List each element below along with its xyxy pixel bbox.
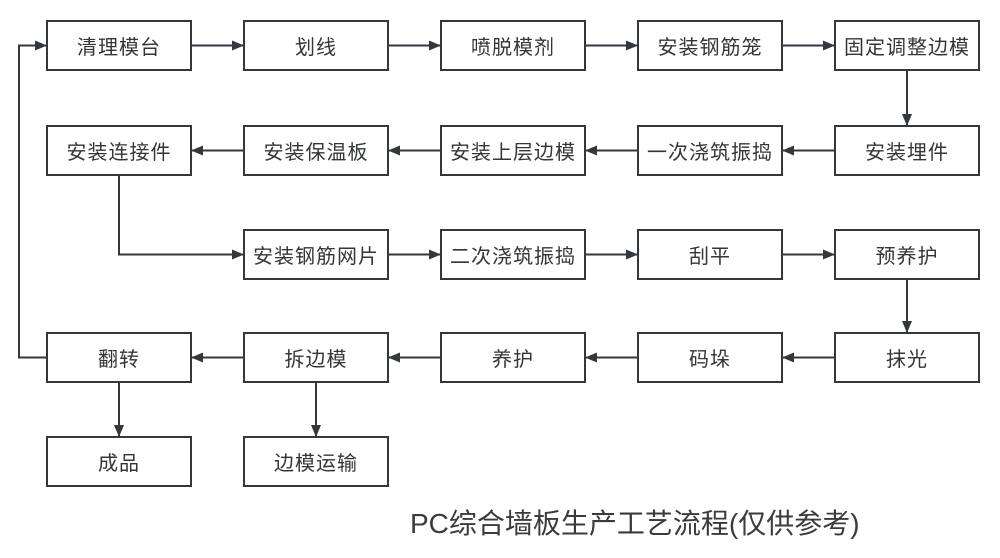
node-install-insulation-board: 安装保温板 [243, 125, 389, 176]
node-screeding: 刮平 [637, 229, 783, 280]
node-install-rebar-cage: 安装钢筋笼 [637, 20, 783, 71]
node-second-pour-vibrate: 二次浇筑振捣 [440, 229, 586, 280]
node-marking: 划线 [243, 20, 389, 71]
node-clean-mold-table: 清理模台 [46, 20, 192, 71]
node-pre-curing: 预养护 [834, 229, 980, 280]
node-side-form-transport: 边模运输 [243, 436, 389, 487]
edge-connectors-to-rebarmesh-arrow [118, 176, 244, 260]
node-finished-product: 成品 [46, 436, 192, 487]
diagram-title: PC综合墙板生产工艺流程(仅供参考) [410, 508, 860, 539]
node-stacking: 码垛 [637, 332, 783, 383]
edge-flip-to-clean-loop-arrow [18, 40, 47, 359]
node-first-pour-vibrate: 一次浇筑振捣 [637, 125, 783, 176]
node-install-connectors: 安装连接件 [46, 125, 192, 176]
node-fix-adjust-side-forms: 固定调整边模 [834, 20, 980, 71]
node-remove-side-forms: 拆边模 [243, 332, 389, 383]
node-flip: 翻转 [46, 332, 192, 383]
node-install-upper-side-forms: 安装上层边模 [440, 125, 586, 176]
node-spray-release-agent: 喷脱模剂 [440, 20, 586, 71]
node-install-embedded-parts: 安装埋件 [834, 125, 980, 176]
node-install-rebar-mesh: 安装钢筋网片 [243, 229, 389, 280]
node-troweling: 抹光 [834, 332, 980, 383]
node-curing: 养护 [440, 332, 586, 383]
